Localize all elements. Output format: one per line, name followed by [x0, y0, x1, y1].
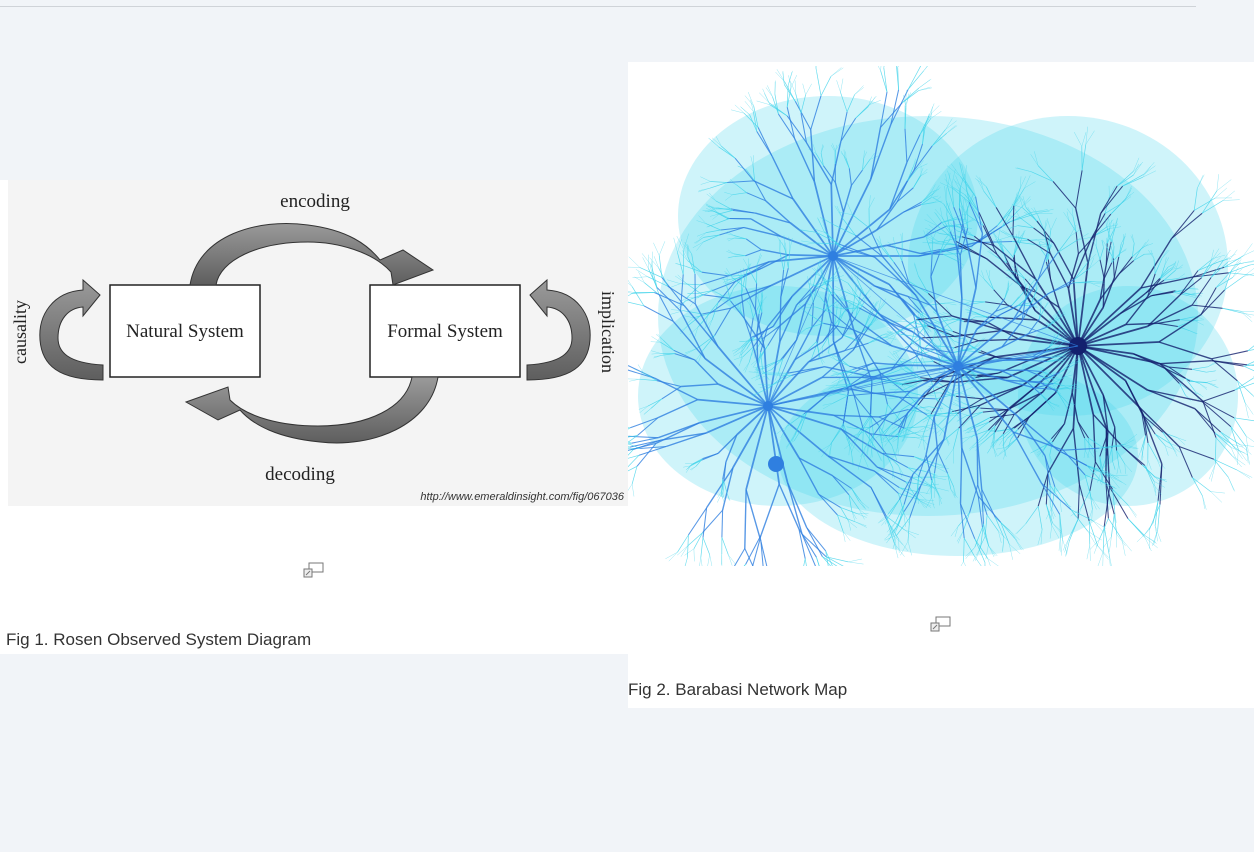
caption-background — [0, 610, 628, 654]
figure-1: Natural System Formal System encoding de… — [0, 180, 628, 610]
formal-system-box — [369, 284, 521, 378]
barabasi-network-image[interactable] — [589, 49, 1254, 626]
natural-system-label: Natural System — [126, 321, 244, 342]
rosen-diagram-image[interactable]: Natural System Formal System encoding de… — [8, 180, 628, 506]
natural-system-box — [109, 284, 261, 378]
causality-label: causality — [10, 300, 30, 364]
figure-2: Fig 2. Barabasi Network Map — [589, 49, 1254, 708]
decoding-label: decoding — [265, 464, 335, 485]
implication-label: implication — [598, 291, 618, 373]
expand-image-icon[interactable] — [930, 616, 952, 632]
figure-1-caption: Fig 1. Rosen Observed System Diagram — [6, 630, 312, 649]
formal-system-label: Formal System — [387, 321, 503, 342]
figure-2-caption: Fig 2. Barabasi Network Map — [628, 680, 848, 699]
implication-arrow — [526, 278, 591, 381]
top-divider — [0, 6, 1196, 7]
decoding-arrow — [184, 376, 439, 444]
encoding-label: encoding — [280, 191, 350, 212]
encoding-arrow — [189, 223, 435, 286]
expand-image-icon[interactable] — [303, 562, 325, 578]
causality-arrow — [39, 278, 104, 381]
source-url: http://www.emeraldinsight.com/fig/067036 — [420, 491, 624, 503]
